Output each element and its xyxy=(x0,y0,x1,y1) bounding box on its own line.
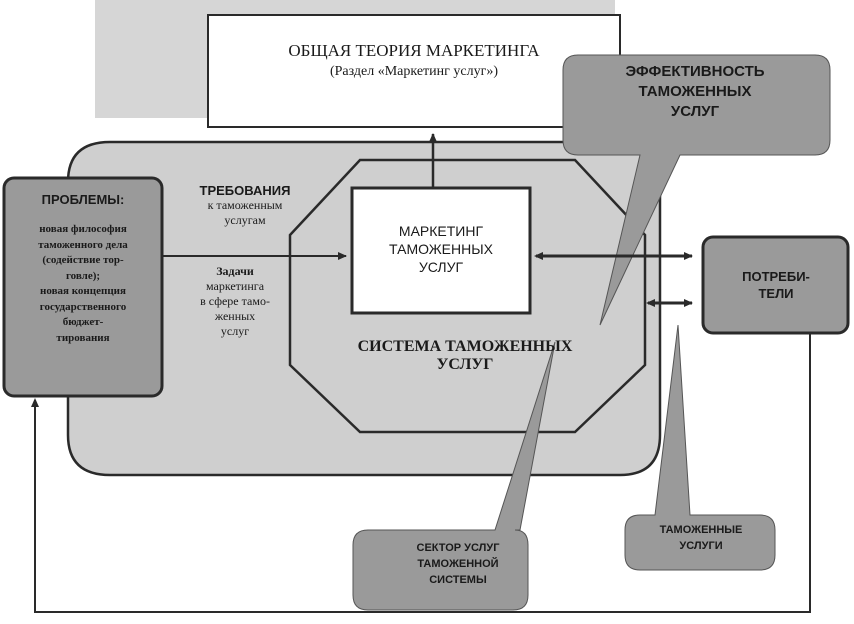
requirements-line2: к таможенным xyxy=(207,198,283,212)
tasks-line2: маркетинга xyxy=(205,279,265,293)
consumers-line2: ТЕЛИ xyxy=(758,286,794,301)
tasks-line1: Задачи xyxy=(216,264,254,278)
customs-services-text: ТАМОЖЕННЫЕ УСЛУГИ xyxy=(636,522,766,554)
marketing-text: МАРКЕТИНГ ТАМОЖЕННЫХ УСЛУГ xyxy=(355,222,527,276)
marketing-line2: ТАМОЖЕННЫХ xyxy=(389,241,493,257)
problems-line: говле); xyxy=(65,269,101,282)
tasks-line5: услуг xyxy=(220,324,250,338)
theory-subtitle: (Раздел «Маркетинг услуг») xyxy=(329,64,499,79)
problems-title: ПРОБЛЕМЫ: xyxy=(41,192,125,207)
consumers-text: ПОТРЕБИ- ТЕЛИ xyxy=(706,268,846,302)
problems-line: новая концепция xyxy=(40,285,126,297)
efficiency-line1: ЭФФЕКТИВНОСТЬ xyxy=(625,63,765,80)
problems-line: новая философия xyxy=(39,223,127,235)
system-line1: СИСТЕМА ТАМОЖЕННЫХ xyxy=(357,338,573,355)
problems-line: (содействие тор- xyxy=(42,254,124,266)
problems-line: тирования xyxy=(56,331,110,344)
consumers-box xyxy=(701,235,850,335)
tasks-line4: женных xyxy=(214,309,256,323)
problems-list: новая философия таможенного дела (содейс… xyxy=(8,222,158,346)
customs-services-line2: УСЛУГИ xyxy=(679,540,723,552)
tasks-label: Задачи маркетинга в сфере тамо- женных у… xyxy=(175,264,295,339)
efficiency-line2: ТАМОЖЕННЫХ xyxy=(638,83,752,100)
sector-text: СЕКТОР УСЛУГ ТАМОЖЕННОЙ СИСТЕМЫ xyxy=(398,540,518,588)
customs-services-line1: ТАМОЖЕННЫЕ xyxy=(659,524,743,536)
system-line2: УСЛУГ xyxy=(436,356,494,373)
requirements-line3: услугам xyxy=(224,213,266,227)
problems-box xyxy=(2,176,164,398)
theory-title: ОБЩАЯ ТЕОРИЯ МАРКЕТИНГА xyxy=(288,41,540,60)
problems-line: таможенного дела xyxy=(38,238,128,251)
consumers-line1: ПОТРЕБИ- xyxy=(742,269,810,284)
requirements-line1: ТРЕБОВАНИЯ xyxy=(199,183,291,198)
marketing-line3: УСЛУГ xyxy=(418,259,464,275)
customs-services-callout xyxy=(624,324,776,571)
sector-line3: СИСТЕМЫ xyxy=(429,574,487,586)
sector-line2: ТАМОЖЕННОЙ xyxy=(417,558,499,570)
sector-callout xyxy=(352,341,556,611)
problems-line: государственного xyxy=(39,300,127,313)
left-decorative-band xyxy=(95,38,207,118)
efficiency-line3: УСЛУГ xyxy=(670,103,720,120)
marketing-line1: МАРКЕТИНГ xyxy=(398,223,484,239)
marketing-theory-box xyxy=(207,14,621,128)
tasks-line3: в сфере тамо- xyxy=(200,294,270,308)
efficiency-text: ЭФФЕКТИВНОСТЬ ТАМОЖЕННЫХ УСЛУГ xyxy=(575,62,815,122)
requirements-label: ТРЕБОВАНИЯ к таможенным услугам xyxy=(170,183,320,228)
sector-line1: СЕКТОР УСЛУГ xyxy=(416,542,500,554)
feedback-line xyxy=(34,330,811,613)
marketing-customs-box xyxy=(350,186,532,315)
problems-line: бюджет- xyxy=(62,316,104,328)
system-label: СИСТЕМА ТАМОЖЕННЫХ УСЛУГ xyxy=(330,338,600,374)
